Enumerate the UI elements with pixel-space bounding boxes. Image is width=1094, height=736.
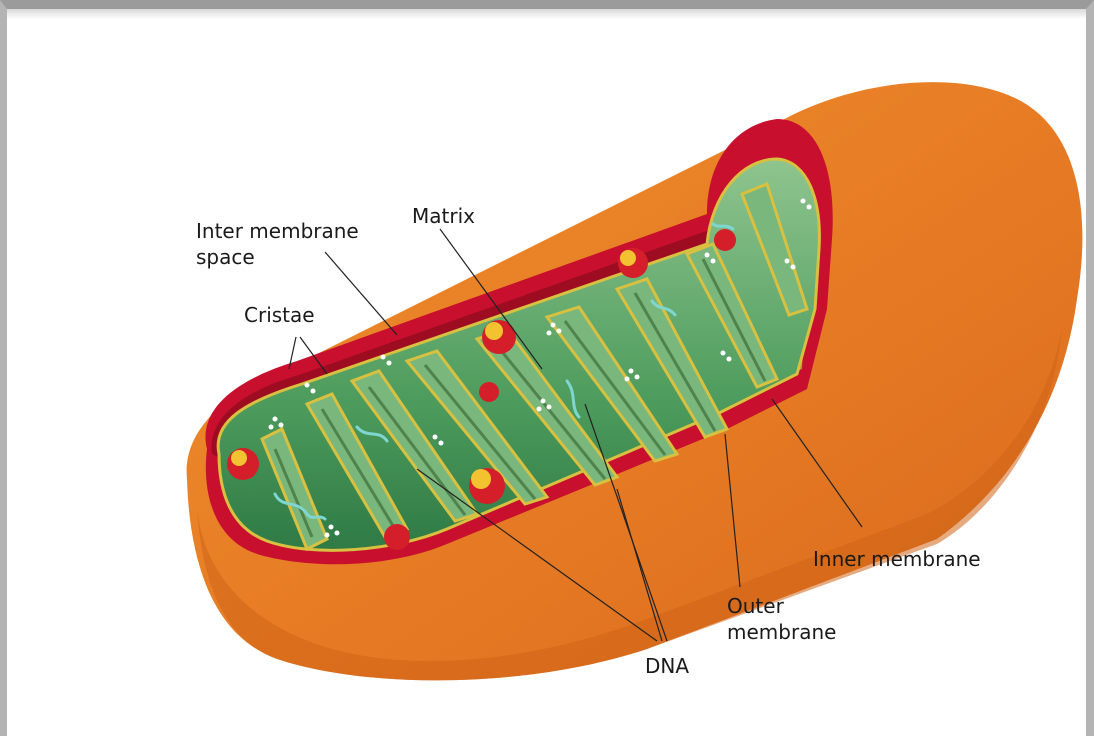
label-matrix: Matrix <box>412 204 475 228</box>
label-dna: DNA <box>645 654 689 678</box>
label-inner-membrane: Inner membrane <box>813 547 981 571</box>
label-inter-membrane-line1: Inter membrane <box>196 219 359 243</box>
leader-inter-membrane <box>325 252 397 335</box>
label-outer-membrane-line2: membrane <box>727 620 836 644</box>
label-inter-membrane-line2: space <box>196 245 255 269</box>
label-outer-membrane-line1: Outer <box>727 594 784 618</box>
mitochondrion-illustration <box>7 9 1094 736</box>
label-cristae: Cristae <box>244 303 315 327</box>
